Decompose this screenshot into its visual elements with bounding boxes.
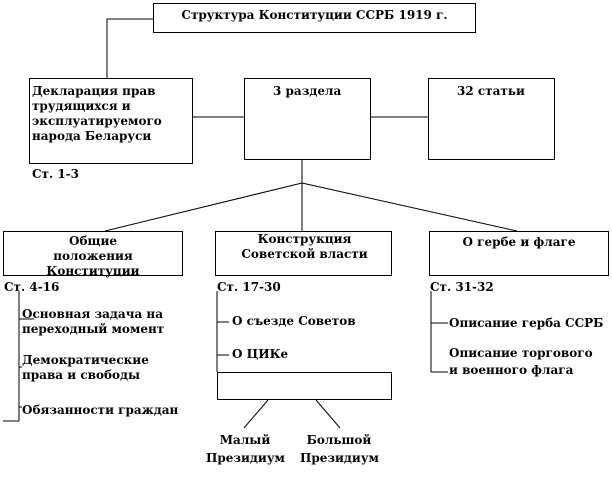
section-2-articles: Ст. 17-30 — [217, 280, 281, 294]
section-1-box — [3, 231, 183, 276]
section-3-articles: Ст. 31-32 — [430, 280, 494, 294]
section-3-item: Описание герба ССРБ — [449, 316, 604, 330]
connector-title-declaration — [106, 18, 153, 78]
section-2-item: О ЦИКе — [232, 347, 289, 361]
connector-small-presidium — [243, 399, 269, 429]
articles-label: 32 статьи — [457, 84, 525, 98]
section-3-box — [429, 231, 609, 276]
sections-box — [244, 78, 371, 160]
sections-label: 3 раздела — [273, 84, 342, 98]
section-1-item: Обязанности граждан — [22, 403, 179, 417]
large-presidium-label: Большой Президиум — [300, 433, 379, 465]
connector-to-section-3 — [301, 182, 518, 232]
section-2-item: О съезде Советов — [232, 314, 356, 328]
section-1-item: Основная задача на переходный момент — [22, 307, 165, 336]
declaration-articles: Ст. 1-3 — [32, 167, 80, 181]
section-2-box — [215, 231, 392, 276]
articles-box — [428, 78, 555, 160]
section-1-articles: Ст. 4-16 — [4, 280, 60, 294]
connector-to-section-1 — [104, 182, 303, 232]
title-box — [153, 3, 476, 33]
small-presidium-label: Малый Президиум — [206, 433, 285, 465]
section-2-title: Конструкция Советской власти — [241, 232, 368, 261]
section-3-title: О гербе и флаге — [462, 235, 576, 249]
section-1-title: Общие положения Конституции — [46, 234, 140, 278]
declaration-box — [29, 78, 193, 164]
connector-large-presidium — [315, 399, 341, 429]
presidium-box — [217, 372, 392, 400]
section-1-item: Демократические права и свободы — [22, 353, 149, 382]
declaration-label: Декларация прав трудящихся и эксплуатиру… — [32, 84, 162, 143]
diagram-title: Структура Конституции ССРБ 1919 г. — [181, 8, 448, 22]
section-3-item: Описание торгового и военного флага — [449, 346, 593, 377]
